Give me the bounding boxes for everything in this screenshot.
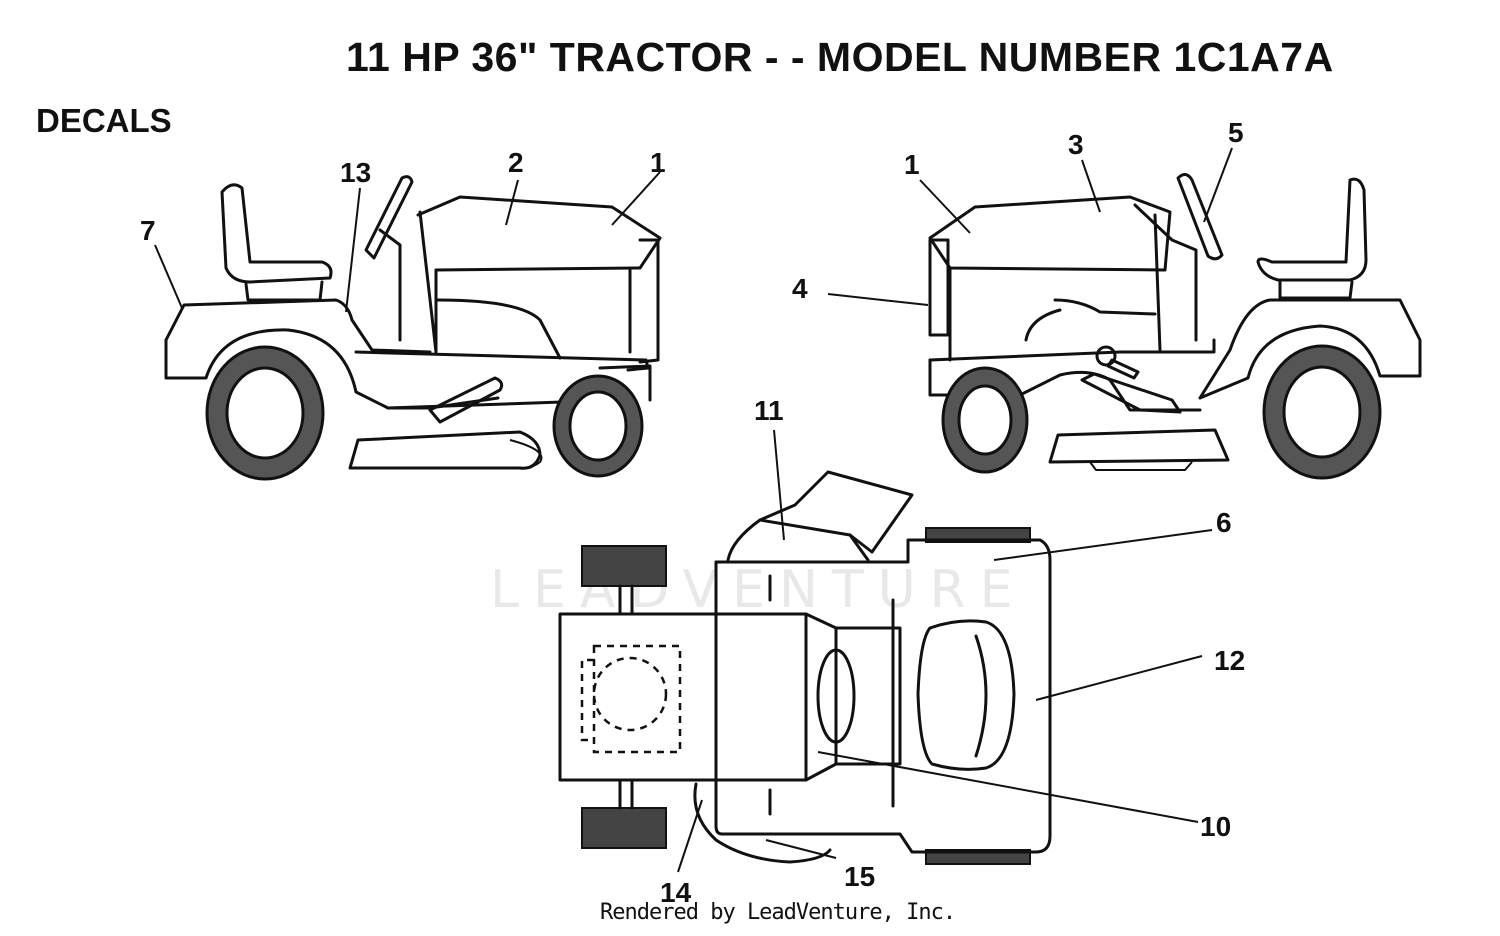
callout-7-left: 7	[140, 215, 156, 246]
callout-15-top: 15	[844, 861, 875, 892]
footer-credit: Rendered by LeadVenture, Inc.	[600, 900, 956, 925]
callout-10-top: 10	[1200, 811, 1231, 842]
callout-4-right: 4	[792, 273, 808, 304]
watermark-text: LEADVENTURE	[490, 560, 1027, 620]
callout-14-top: 14	[660, 877, 692, 908]
page-title: 11 HP 36" TRACTOR - - MODEL NUMBER 1C1A7…	[346, 34, 1334, 80]
section-heading: DECALS	[36, 102, 172, 139]
callout-13-left: 13	[340, 157, 371, 188]
callout-6-top: 6	[1216, 507, 1232, 538]
callout-3-right: 3	[1068, 129, 1084, 160]
callout-1-right: 1	[904, 149, 920, 180]
tractor-side-left-icon	[154, 171, 662, 481]
callout-1-left: 1	[650, 147, 666, 178]
callout-12-top: 12	[1214, 645, 1245, 676]
callout-5-right: 5	[1228, 117, 1244, 148]
tractor-top-view-icon	[558, 429, 1213, 873]
callout-11-top: 11	[754, 395, 784, 426]
tractor-side-right-icon	[827, 147, 1422, 480]
callout-2-left: 2	[508, 147, 524, 178]
